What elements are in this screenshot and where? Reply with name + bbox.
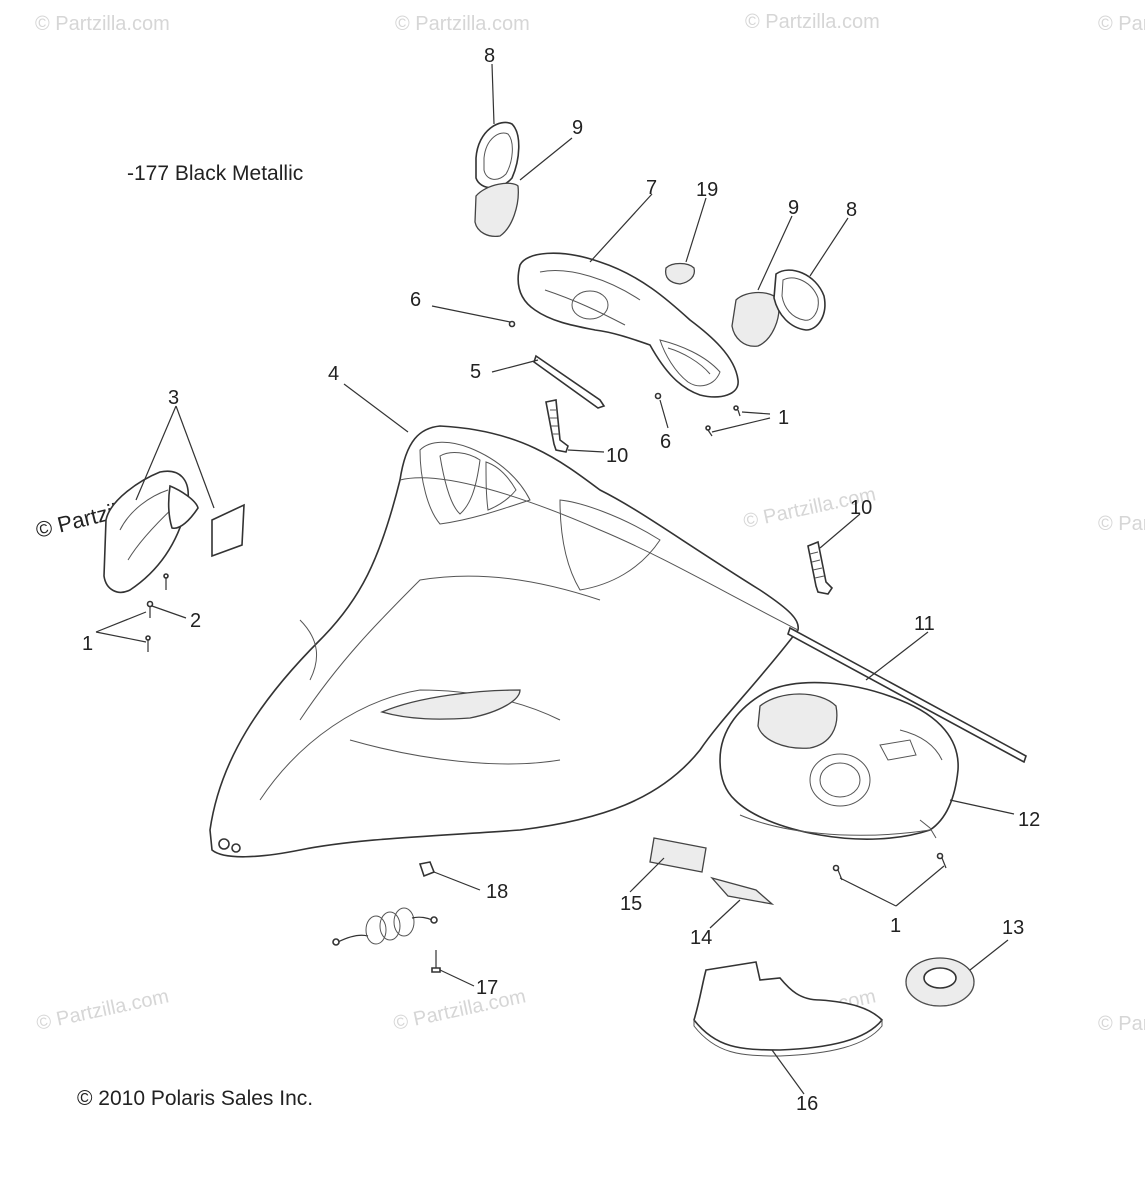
callout-9: 9 (788, 197, 799, 219)
callout-5: 5 (470, 361, 481, 383)
callout-11: 11 (914, 613, 935, 635)
watermark: © Partzilla.com (1098, 513, 1145, 535)
part-1-2-screws (145, 405, 741, 652)
part-12-airbox (719, 681, 959, 840)
part-5-strip (533, 354, 606, 409)
part-10-clip (545, 399, 569, 453)
callout-4: 4 (328, 363, 339, 385)
watermark: © Partzilla.com (35, 13, 170, 35)
callout-14: 14 (690, 927, 712, 949)
part-19-plug (664, 262, 696, 285)
part-8-right (773, 269, 826, 331)
callout-19: 19 (696, 179, 718, 201)
callout-10: 10 (606, 445, 628, 467)
callout-3: 3 (168, 387, 179, 409)
watermark: © Partzilla.com (745, 11, 880, 33)
part-18-nut (418, 861, 436, 878)
callout-labels: 8 9 7 19 9 8 6 5 4 3 1 6 10 10 2 1 11 12… (82, 45, 1040, 1115)
part-9-left (474, 182, 519, 238)
part-13-grommet (905, 957, 975, 1007)
callout-7: 7 (646, 177, 657, 199)
watermark: © Partzilla.com (1098, 13, 1145, 35)
part-16-shield (693, 961, 884, 1057)
callout-10: 10 (850, 497, 872, 519)
part-11-strip (787, 626, 1027, 764)
watermark: © Partzilla.com (1098, 1013, 1145, 1035)
part-15-label (649, 837, 707, 873)
part-9-right (731, 291, 780, 347)
leader-lines (95, 63, 1015, 1095)
callout-8: 8 (484, 45, 495, 67)
callout-12: 12 (1018, 809, 1040, 831)
part-17-bolt (431, 950, 441, 973)
part-7-housing (517, 252, 739, 398)
callout-9: 9 (572, 117, 583, 139)
watermark: © Partzilla.com (34, 985, 170, 1035)
part-4-hood (209, 425, 799, 858)
callout-16: 16 (796, 1093, 818, 1115)
callout-15: 15 (620, 893, 642, 915)
callout-8: 8 (846, 199, 857, 221)
part-1-screws-lower (832, 852, 947, 881)
callout-18: 18 (486, 881, 508, 903)
callout-17: 17 (476, 977, 498, 999)
watermark: © Partzilla.com (391, 985, 527, 1035)
part-8-left (475, 121, 520, 189)
color-note: -177 Black Metallic (127, 162, 303, 185)
callout-2: 2 (190, 610, 201, 632)
callout-1: 1 (82, 633, 93, 655)
callout-13: 13 (1002, 917, 1024, 939)
part-10-clip (807, 540, 834, 595)
part-14-label (710, 876, 775, 906)
part-6-screw (508, 320, 516, 328)
callout-1: 1 (890, 915, 901, 937)
callout-1: 1 (778, 407, 789, 429)
part-6-screw (654, 392, 662, 400)
spring-assembly (332, 907, 438, 946)
callout-6: 6 (660, 431, 671, 453)
copyright-text: © 2010 Polaris Sales Inc. (77, 1087, 313, 1110)
callout-6: 6 (410, 289, 421, 311)
part-3-side-panel (103, 470, 245, 594)
watermark: © Partzilla.com (395, 13, 530, 35)
